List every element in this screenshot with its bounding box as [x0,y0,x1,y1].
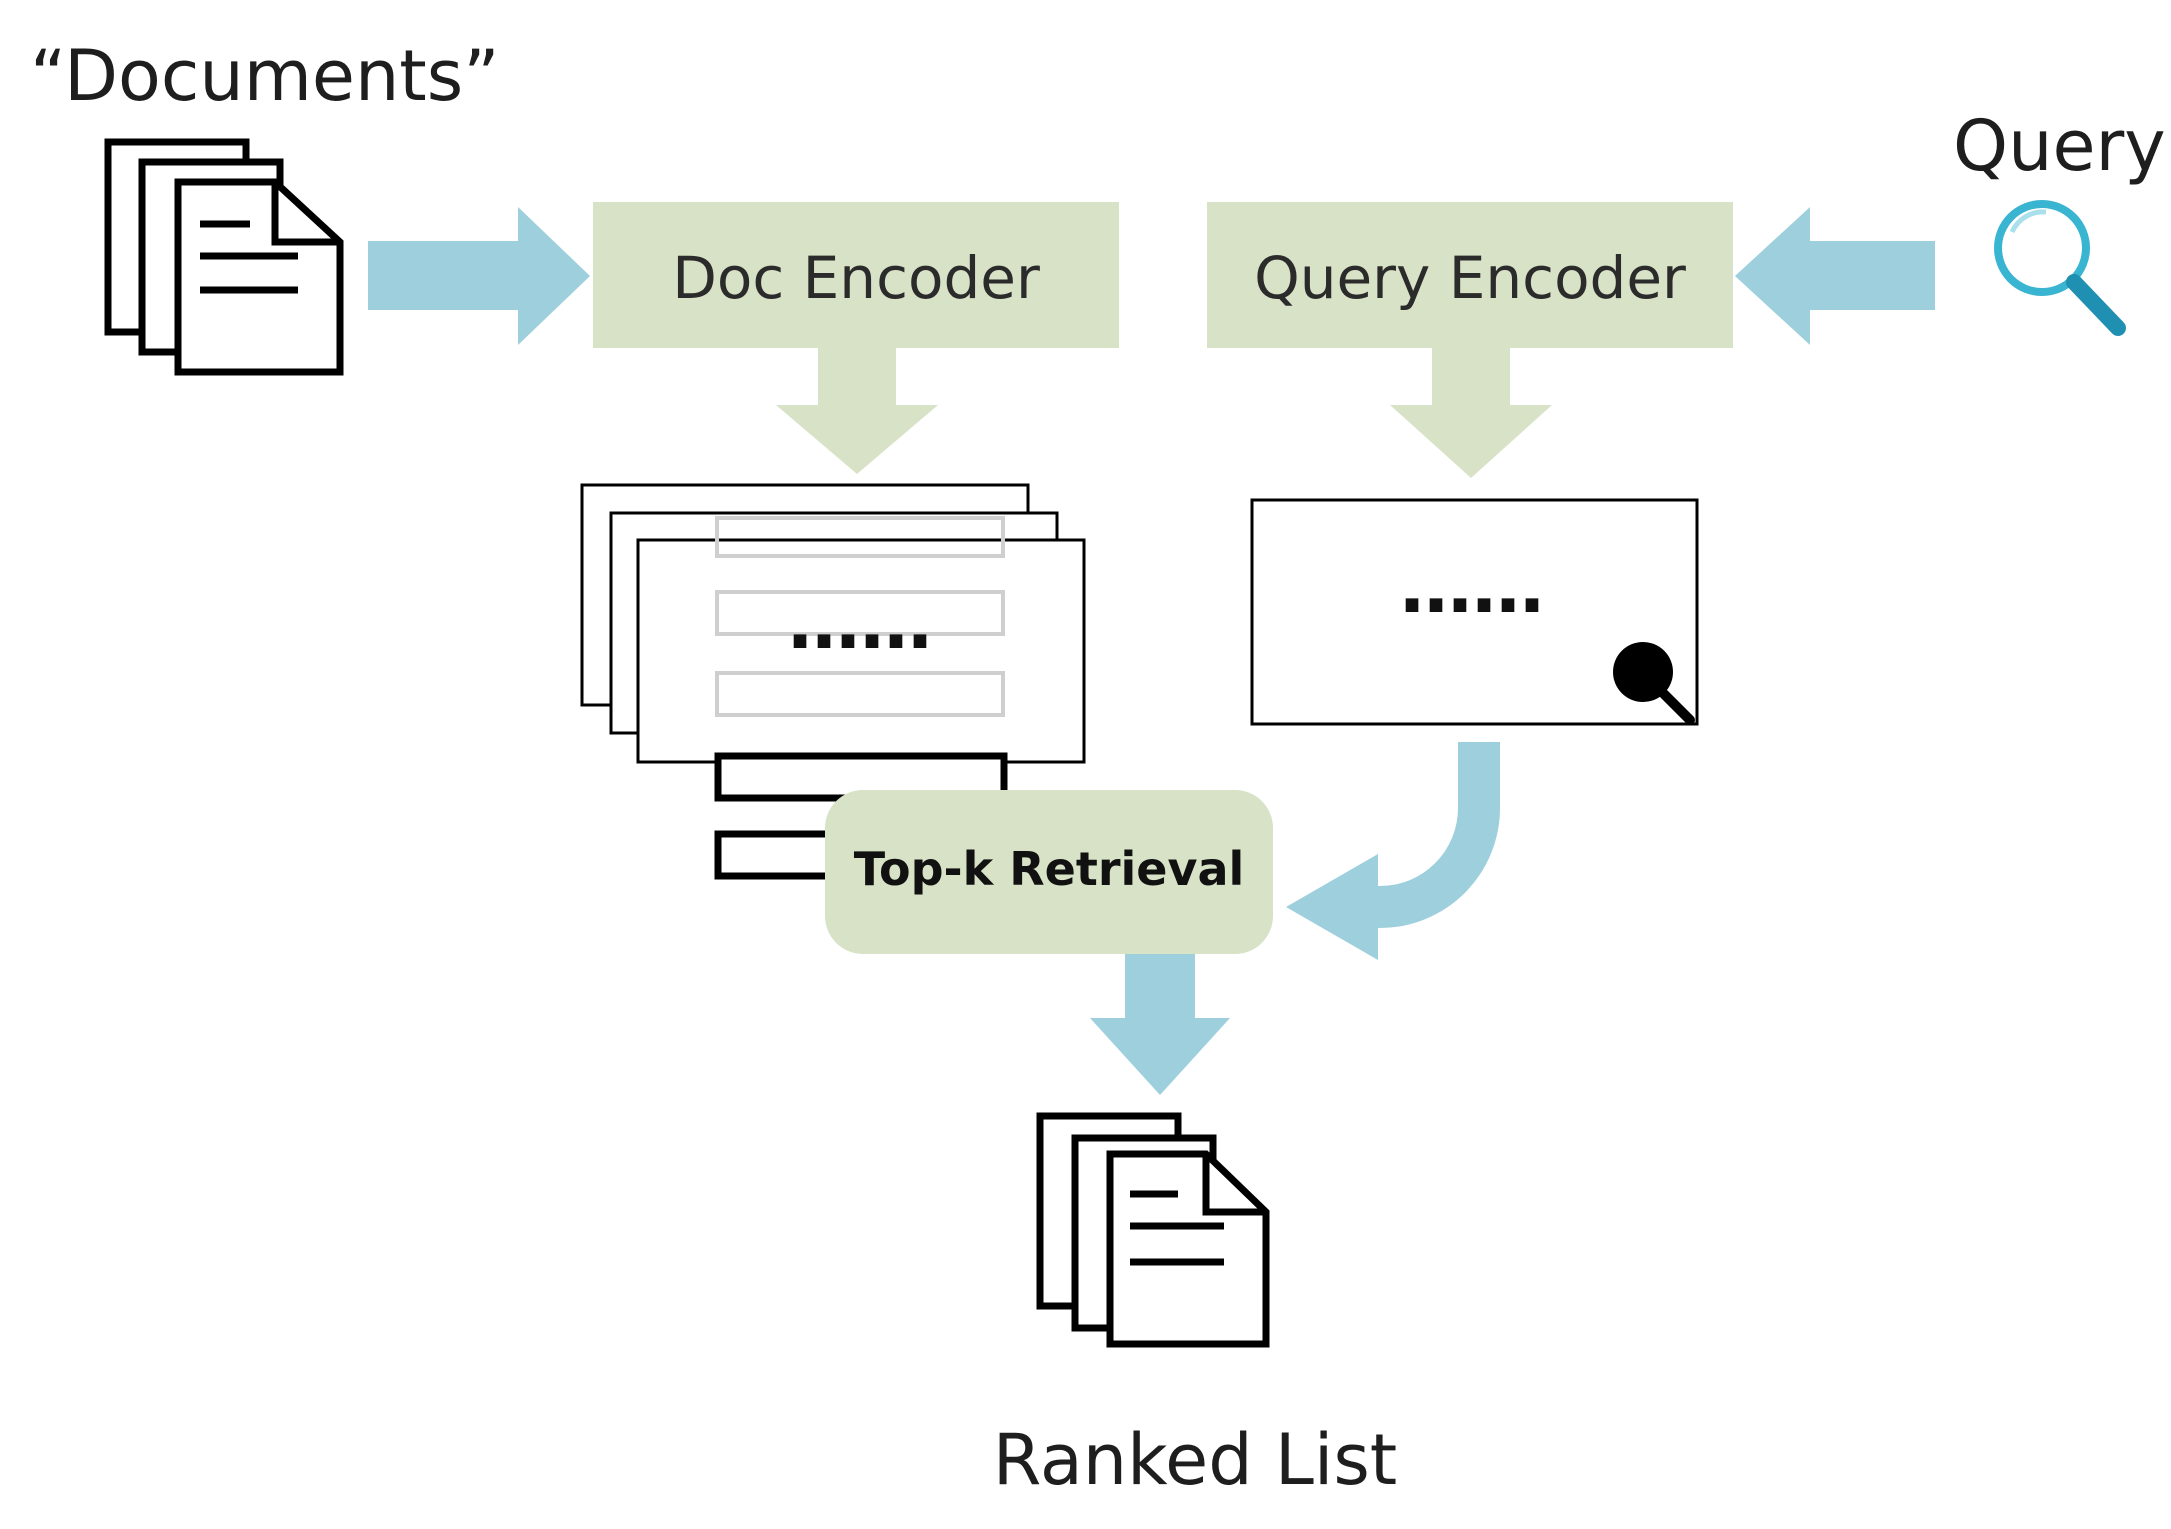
doc-embedding-stack: …… [580,483,1086,764]
ranked-list-label: Ranked List [993,1419,1398,1501]
documents-icon [104,138,344,376]
doc-embedding-dots: …… [788,581,932,665]
query-label: Query [1953,105,2166,187]
arrow-query-encoder-down [1390,348,1552,478]
arrow-doc-encoder-down [776,348,938,474]
query-encoder: Query Encoder [1207,202,1733,348]
doc-encoder-label: Doc Encoder [672,244,1040,312]
query-magnifier-icon [1613,642,1695,725]
doc-encoder: Doc Encoder [593,202,1119,348]
query-embedding: …… [1250,498,1699,726]
documents-label: “Documents” [30,35,500,117]
arrow-query-to-query-encoder [1735,207,1935,345]
arrow-retrieval-to-ranked-list [1090,954,1230,1095]
top-k-retrieval: Top-k Retrieval [825,790,1273,954]
arrow-documents-to-doc-encoder [368,207,590,345]
query-encoder-label: Query Encoder [1254,244,1686,312]
query-embedding-dots: …… [1400,545,1544,629]
arrow-query-to-retrieval [1286,742,1500,960]
top-k-retrieval-label: Top-k Retrieval [854,842,1245,896]
magnifier-icon [1994,200,2126,336]
ranked-list-icon [1036,1112,1270,1348]
